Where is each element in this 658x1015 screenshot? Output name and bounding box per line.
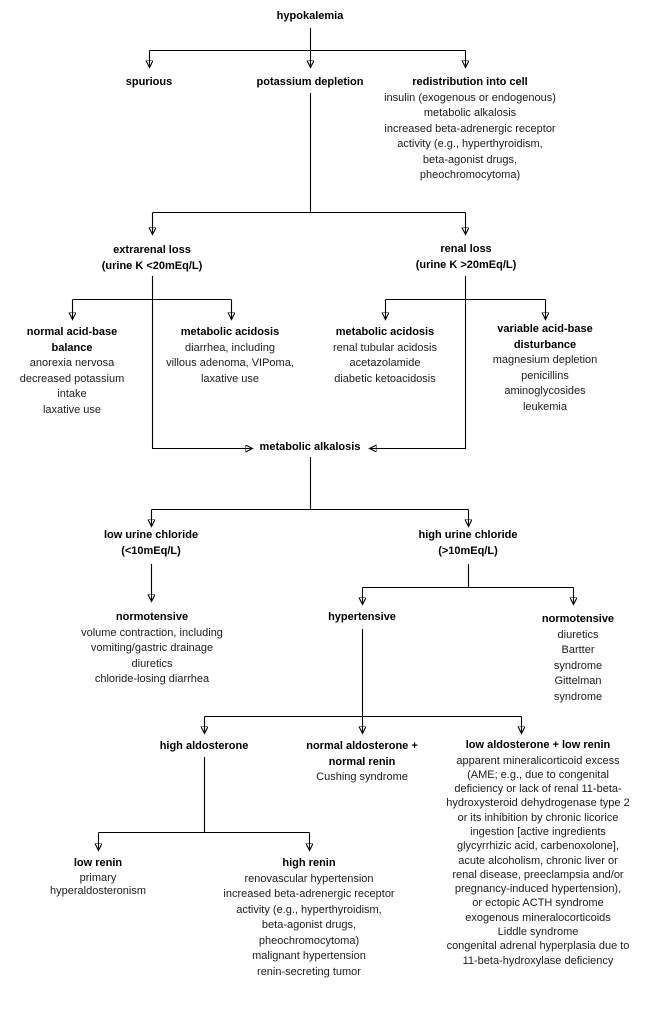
- node-normal-acid-base-balance: normal acid-base balance anorexia nervos…: [20, 325, 125, 418]
- node-normotensive-high-chloride: normotensive diuretics Bartter syndrome …: [538, 612, 618, 705]
- node-body: volume contraction, including vomiting/g…: [81, 626, 223, 686]
- node-body: primary hyperaldosteronism: [50, 871, 146, 898]
- node-normotensive-low-chloride: normotensive volume contraction, includi…: [81, 610, 223, 688]
- node-body: diarrhea, including villous adenoma, VIP…: [166, 341, 294, 385]
- node-renal-loss: renal loss (urine K >20mEq/L): [416, 242, 517, 273]
- node-extrarenal-loss: extrarenal loss (urine K <20mEq/L): [102, 243, 203, 274]
- node-title: high aldosterone: [159, 740, 249, 752]
- node-low-urine-chloride: low urine chloride (<10mEq/L): [104, 528, 198, 559]
- node-high-aldosterone: high aldosterone: [160, 739, 249, 755]
- node-title: extrarenal loss (urine K <20mEq/L): [101, 244, 203, 272]
- node-title: metabolic acidosis: [180, 326, 280, 338]
- node-title: normotensive: [115, 611, 189, 623]
- node-spurious: spurious: [126, 75, 172, 91]
- node-body: renal tubular acidosis acetazolamide dia…: [333, 341, 437, 385]
- node-title: potassium depletion: [256, 76, 364, 88]
- node-potassium-depletion: potassium depletion: [257, 75, 364, 91]
- node-redistribution-into-cell: redistribution into cell insulin (exogen…: [384, 75, 556, 184]
- node-title: hypertensive: [328, 611, 396, 623]
- node-title: normal acid-base balance: [26, 326, 118, 354]
- node-title: redistribution into cell: [412, 76, 528, 88]
- node-body: Cushing syndrome: [316, 771, 408, 783]
- node-high-urine-chloride: high urine chloride (>10mEq/L): [418, 528, 517, 559]
- node-title: high renin: [282, 857, 336, 869]
- node-metabolic-acidosis-renal: metabolic acidosis renal tubular acidosi…: [333, 325, 437, 387]
- node-high-renin: high renin renovascular hypertension inc…: [223, 856, 394, 980]
- node-hypertensive: hypertensive: [328, 610, 396, 626]
- node-title: low urine chloride (<10mEq/L): [103, 529, 199, 557]
- node-body: insulin (exogenous or endogenous) metabo…: [384, 91, 556, 182]
- node-metabolic-alkalosis: metabolic alkalosis: [260, 440, 361, 456]
- node-title: high urine chloride (>10mEq/L): [418, 529, 518, 557]
- node-title: renal loss (urine K >20mEq/L): [415, 243, 517, 271]
- node-metabolic-acidosis-extrarenal: metabolic acidosis diarrhea, including v…: [166, 325, 294, 387]
- node-title: low aldosterone + low renin: [465, 739, 611, 751]
- node-title: low renin: [73, 857, 123, 869]
- node-body: magnesium depletion penicillins aminogly…: [492, 354, 598, 413]
- node-low-aldosterone-low-renin: low aldosterone + low renin apparent min…: [418, 738, 658, 968]
- node-title: metabolic acidosis: [335, 326, 435, 338]
- node-hypokalemia: hypokalemia: [277, 9, 344, 25]
- node-title: hypokalemia: [276, 10, 344, 22]
- node-title: normotensive: [541, 613, 615, 625]
- node-body: renovascular hypertension increased beta…: [223, 872, 395, 978]
- node-title: spurious: [125, 76, 173, 88]
- node-low-renin: low renin primary hyperaldosteronism: [50, 856, 146, 899]
- node-body: anorexia nervosa decreased potassium int…: [19, 357, 125, 416]
- node-variable-acid-base-disturbance: variable acid-base disturbance magnesium…: [493, 322, 598, 415]
- node-title: metabolic alkalosis: [259, 441, 361, 453]
- node-body: apparent mineralicorticoid excess (AME; …: [446, 754, 630, 967]
- node-title: normal aldosterone + normal renin: [306, 740, 418, 768]
- node-normal-aldosterone-normal-renin: normal aldosterone + normal renin Cushin…: [306, 739, 418, 786]
- node-body: diuretics Bartter syndrome Gittelman syn…: [553, 628, 603, 703]
- node-title: variable acid-base disturbance: [497, 323, 593, 351]
